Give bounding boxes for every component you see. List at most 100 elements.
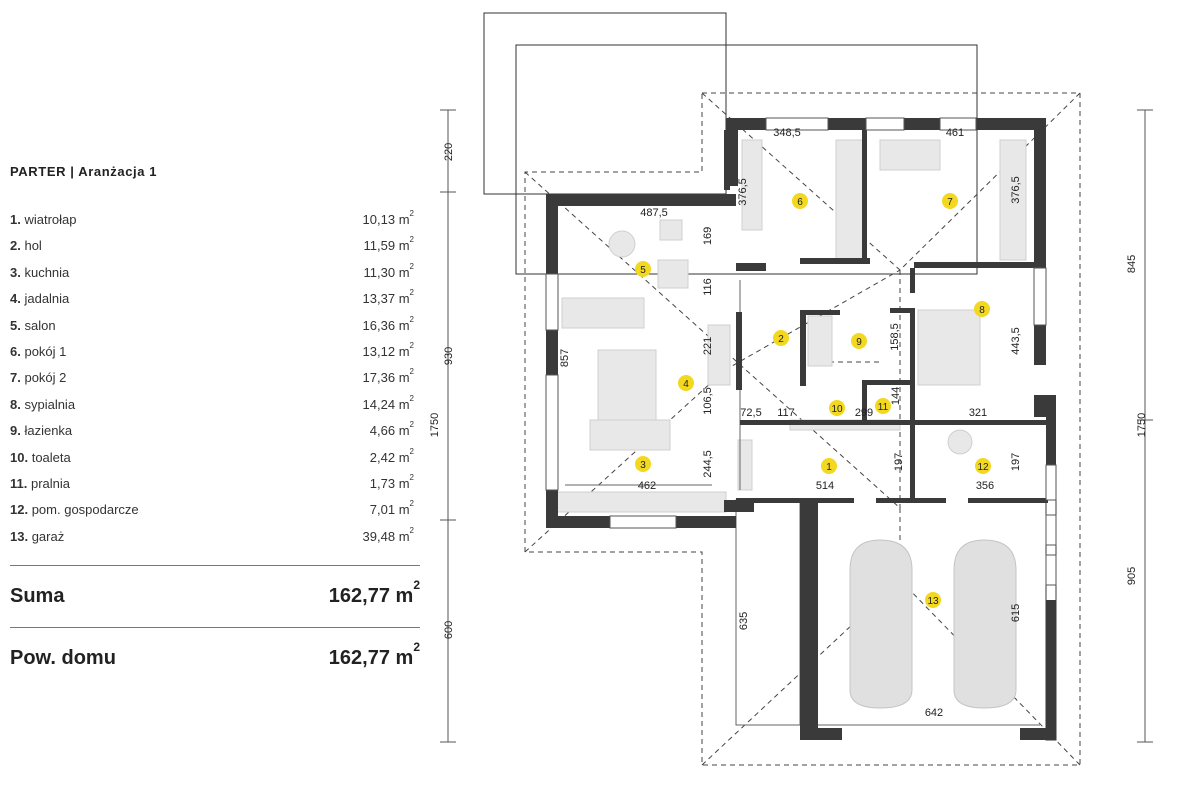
wardrobe [999,139,1027,261]
room-area: 11,30 m2 [363,262,415,280]
wall [904,118,940,130]
room-badge-label: 7 [947,197,953,208]
wall [876,498,946,503]
dimension-label: 244,5 [702,450,714,478]
bed [917,309,981,386]
room-area-unit-exp: 2 [409,499,414,509]
room-badge-4[interactable]: 4 [678,375,694,391]
room-area-value: 10,13 [362,212,396,227]
window [609,515,677,529]
room-badge-12[interactable]: 12 [975,458,991,474]
roof-ridge [524,171,901,509]
room-area-unit: m [398,317,410,333]
room-area-value: 16,36 [362,317,396,333]
room-number: 4. [10,291,21,307]
sum-unit-exp: 2 [413,578,420,592]
room-area: 39,48 m2 [362,525,414,544]
roof-outline [515,44,978,275]
room-badge-label: 2 [778,334,784,345]
room-name: pokój 2 [24,370,67,386]
house-area-value: 162,77 [328,647,390,669]
room-area-value: 4,66 [369,423,396,439]
garage-cars [849,539,1017,709]
legend-divider [10,627,420,628]
room-badge-7[interactable]: 7 [942,193,958,209]
dimension-label: 197 [1010,453,1022,471]
room-badge-11[interactable]: 11 [875,398,891,414]
room-area: 17,36 m2 [363,367,414,385]
cabinet [737,439,753,491]
room-badge-10[interactable]: 10 [829,400,845,416]
house-unit: m [395,647,414,669]
room-badge-1[interactable]: 1 [821,458,837,474]
dimension-label: 169 [702,227,714,245]
dimension-label: 905 [1126,567,1138,585]
dimension-label: 514 [816,480,834,492]
wall [968,498,1048,503]
room-area-unit: m [398,212,410,227]
dimension-label: 220 [443,143,455,161]
room-badge-13[interactable]: 13 [925,592,941,608]
side-table [608,230,636,258]
room-area-unit-exp: 2 [409,420,414,430]
wall [862,130,867,260]
roof-dashed-outline [524,92,1081,766]
dimension-label: 443,5 [1010,327,1022,355]
room-area-value: 11,59 [363,238,396,254]
dimension-label: 106,5 [702,387,714,415]
desk [741,139,763,231]
dimension-label: 221 [702,337,714,355]
room-area-unit: m [398,238,410,254]
room-name: łazienka [24,423,73,439]
room-number: 13. [10,528,29,544]
wall [890,308,914,313]
wall [726,118,766,130]
wall [1046,417,1056,465]
room-area-value: 39,48 [362,528,396,544]
house-unit-exp: 2 [413,640,420,654]
dimension-label: 158,5 [889,323,901,351]
room-badge-label: 1 [826,462,832,473]
room-area-unit: m [398,528,410,544]
room-area-unit: m [398,502,410,518]
room-name: jadalnia [24,291,70,307]
room-name: pom. gospodarcze [31,502,139,518]
cabinet [707,324,731,386]
room-name: sypialnia [24,396,76,412]
room-number: 2. [10,238,21,254]
room-badge-label: 3 [640,460,646,471]
dimension-lines [440,109,1153,743]
wall [724,130,730,190]
walls [546,118,1057,741]
room-badge-6[interactable]: 6 [792,193,808,209]
room-badge-8[interactable]: 8 [974,301,990,317]
room-badge-5[interactable]: 5 [635,261,651,277]
car-right-icon [953,539,1017,709]
room-badge-9[interactable]: 9 [851,333,867,349]
room-area-unit: m [398,476,410,491]
wall [862,380,867,420]
room-area-unit-exp: 2 [409,446,414,456]
window [1045,514,1057,546]
room-area: 13,37 m2 [363,288,414,306]
room-area: 16,36 m2 [362,315,414,333]
wall [800,310,840,315]
window [1033,267,1047,326]
dimension-label: 299 [855,407,873,419]
room-badge-3[interactable]: 3 [635,456,651,472]
dimension-label: 197 [893,453,905,471]
room-area-value: 11,30 [363,264,396,280]
room-number: 6. [10,344,21,359]
dimension-label: 857 [559,349,571,367]
room-name: pokój 1 [24,344,67,359]
sum-label: Suma [10,585,65,607]
room-area-unit-exp: 2 [409,525,414,535]
dimension-label: 930 [443,347,455,365]
room-badge-2[interactable]: 2 [773,330,789,346]
room-area-unit: m [398,423,410,439]
